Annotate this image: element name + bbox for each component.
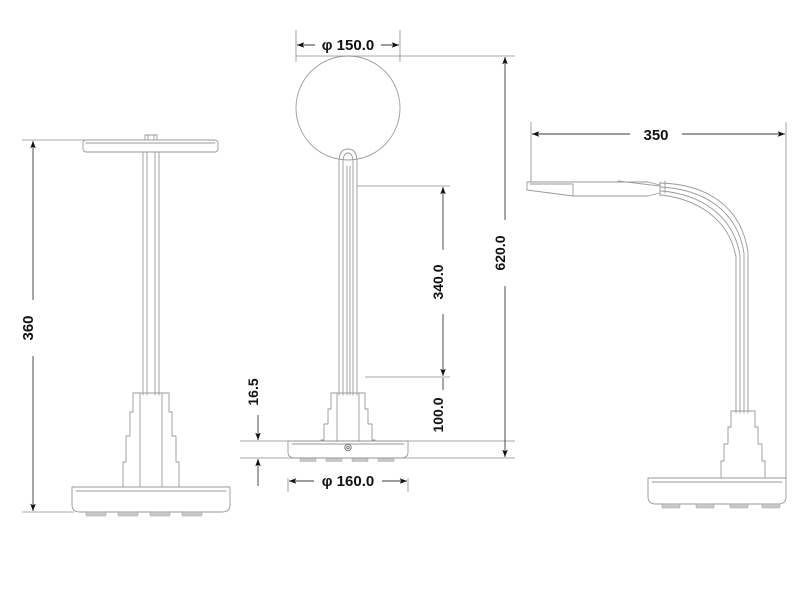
- circular-lamp-head: [295, 55, 401, 161]
- dim-620-label: 620.0: [492, 235, 508, 270]
- tapered-neck: [720, 410, 766, 479]
- front-view-extension-lines: [240, 30, 515, 492]
- dim-100: 100.0: [430, 378, 454, 440]
- gooseneck-stem: [142, 151, 160, 396]
- dim-phi-150: φ 150.0: [296, 36, 400, 54]
- right-view: 350: [526, 122, 787, 509]
- dim-350: 350: [531, 125, 786, 144]
- dim-360: 360: [20, 140, 45, 512]
- left-view: 360: [20, 134, 231, 517]
- lamp-head-arm: [526, 180, 666, 197]
- dim-phi-160-label: φ 160.0: [322, 473, 374, 490]
- base-feet: [661, 503, 781, 509]
- dim-340: 340.0: [430, 186, 454, 377]
- lamp-head-bar: [82, 134, 219, 153]
- right-view-extension-lines: [530, 122, 787, 478]
- dim-16-5-label: 16.5: [245, 378, 261, 405]
- dim-100-label: 100.0: [430, 397, 446, 432]
- curved-gooseneck: [659, 182, 749, 414]
- front-view: φ 150.0 φ 160.0 16.5 340.0: [240, 30, 517, 492]
- dim-620: 620.0: [492, 56, 517, 458]
- tapered-neck: [320, 392, 376, 442]
- left-view-extension-lines: [22, 139, 85, 513]
- tapered-neck: [122, 392, 180, 488]
- gooseneck-stem: [338, 148, 358, 396]
- round-base: [71, 486, 231, 513]
- dim-phi-150-label: φ 150.0: [322, 37, 374, 54]
- dim-350-label: 350: [643, 127, 668, 144]
- base-feet: [85, 511, 203, 517]
- round-base: [287, 440, 409, 459]
- base-feet: [299, 457, 395, 462]
- dim-16-5: 16.5: [245, 367, 269, 486]
- dim-360-label: 360: [20, 315, 37, 340]
- dim-340-label: 340.0: [430, 264, 446, 299]
- round-base: [647, 477, 787, 505]
- dim-phi-160: φ 160.0: [288, 472, 408, 490]
